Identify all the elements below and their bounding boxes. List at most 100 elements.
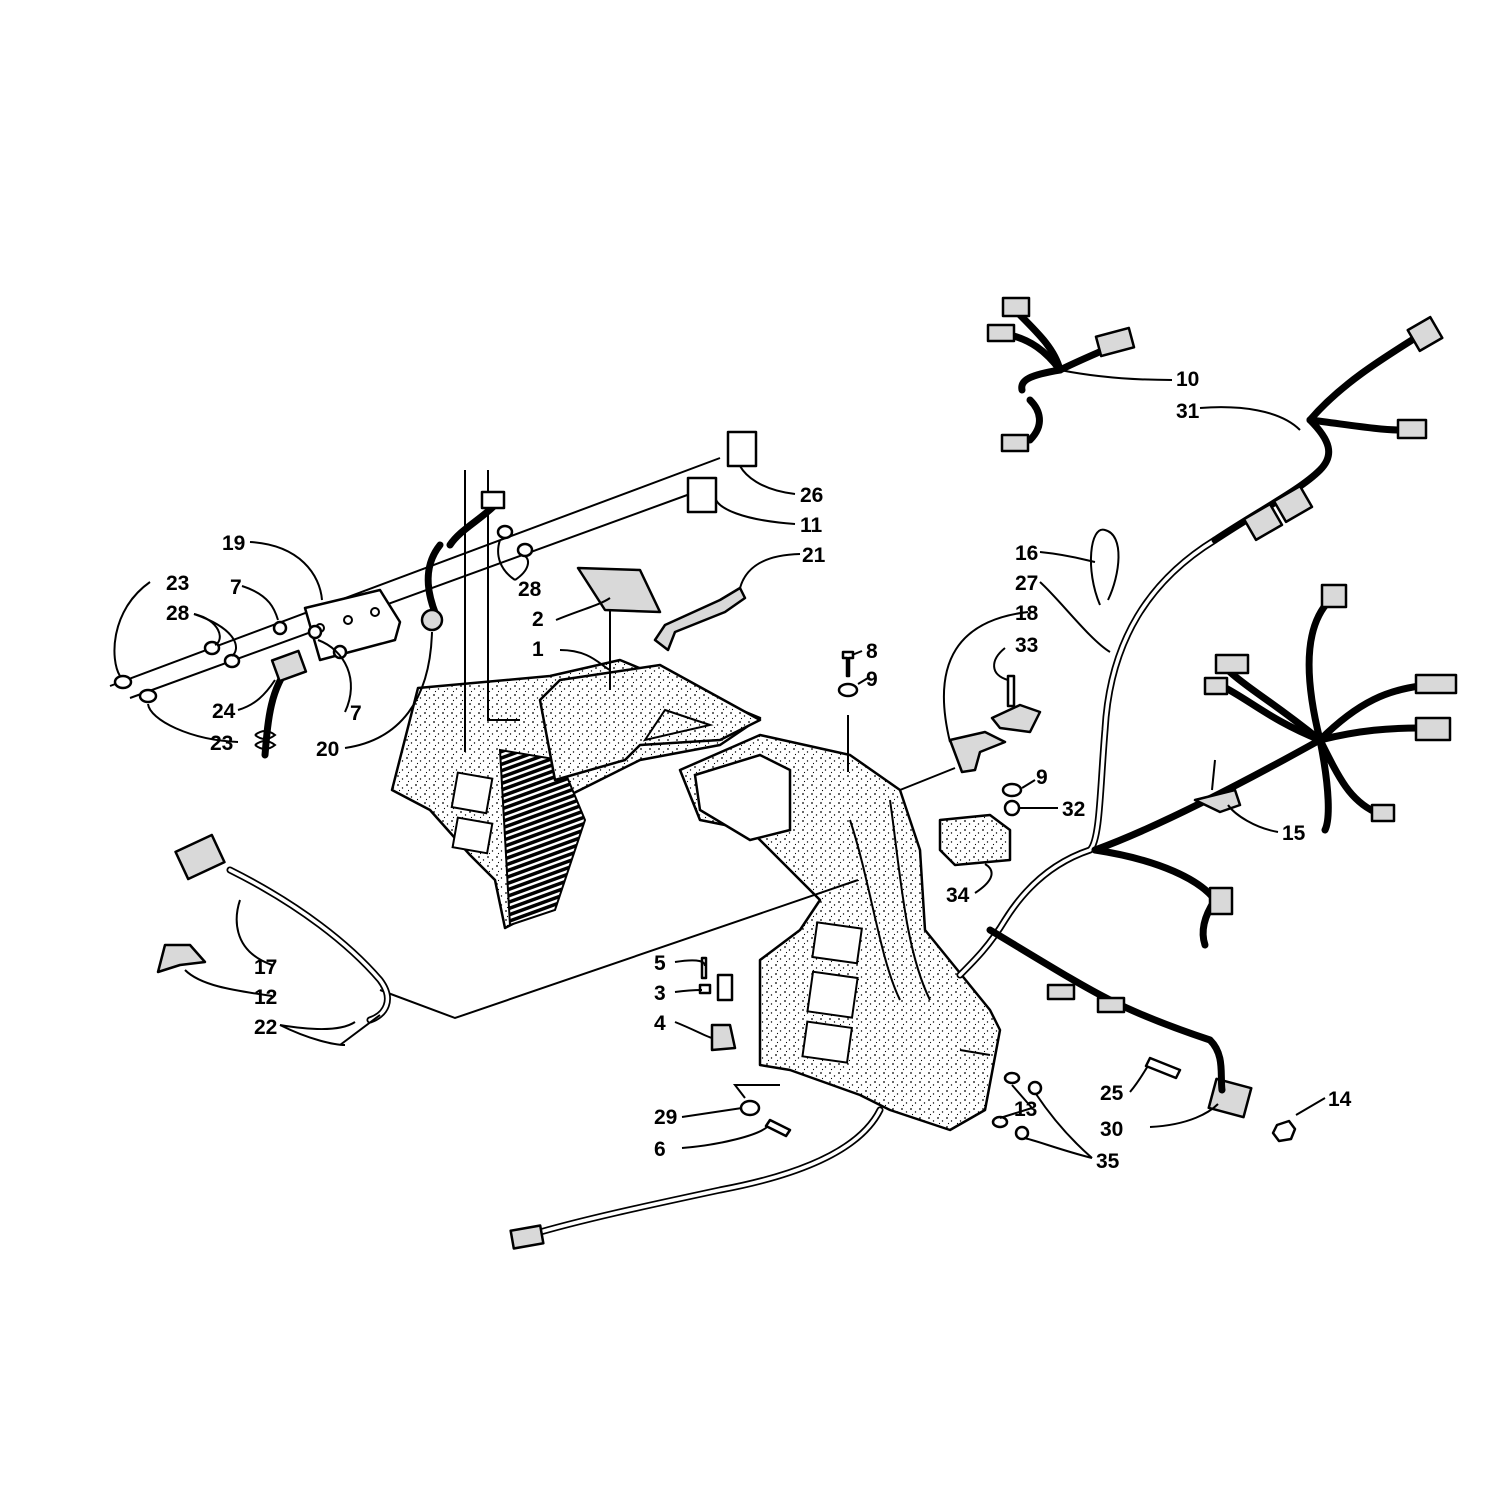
indicator-wire-20 (424, 541, 444, 619)
callout-26: 26 (800, 484, 823, 507)
connector-cluster-4 (1414, 673, 1458, 695)
callout-23-upper: 23 (166, 572, 189, 595)
callout-2: 2 (532, 608, 544, 631)
callout-10: 10 (1176, 368, 1199, 391)
callout-1: 1 (532, 638, 544, 661)
clip-5b (716, 973, 734, 1002)
console-vent-right-2 (806, 970, 859, 1019)
harness-connector-31-side (1396, 418, 1428, 440)
washer-28-right-2 (516, 542, 534, 558)
callout-33: 33 (1015, 634, 1038, 657)
indicator-light-20 (420, 608, 444, 632)
callout-14: 14 (1328, 1088, 1352, 1111)
rivet-5 (700, 956, 708, 980)
screw-8 (841, 650, 855, 678)
nut-32 (1003, 799, 1021, 817)
callout-19: 19 (222, 532, 245, 555)
callout-6: 6 (654, 1138, 666, 1161)
callout-18: 18 (1015, 602, 1039, 625)
callout-21: 21 (802, 544, 826, 567)
callout-32: 32 (1062, 798, 1085, 821)
callout-8: 8 (866, 640, 878, 663)
clamp-16 (1089, 528, 1120, 606)
callout-23-lower: 23 (210, 732, 233, 755)
pad-33 (990, 703, 1042, 734)
callout-5: 5 (654, 952, 666, 975)
callout-28-right: 28 (518, 578, 542, 601)
throttle-housing-17 (174, 833, 226, 881)
screw-35-lower (1014, 1125, 1030, 1141)
callout-7-lower: 7 (350, 702, 362, 725)
callout-12: 12 (254, 986, 277, 1009)
callout-9-lower: 9 (1036, 766, 1048, 789)
callout-15: 15 (1282, 822, 1306, 845)
connector-cluster-7 (1208, 886, 1234, 916)
callout-3: 3 (654, 982, 666, 1005)
callout-9-upper: 9 (866, 668, 878, 691)
harness-bottom-connector (509, 1224, 545, 1250)
hardware-items (698, 528, 1297, 1143)
callout-29: 29 (654, 1106, 677, 1129)
washer-28-lower (223, 653, 241, 669)
throttle-cable-assembly (156, 833, 391, 1046)
connector-cluster-1 (1320, 583, 1348, 609)
harness-10-connector-1 (1001, 296, 1031, 318)
console-top-plate (538, 663, 762, 782)
callout-4: 4 (654, 1012, 666, 1035)
bolt-25 (1144, 1056, 1182, 1080)
callout-35: 35 (1096, 1150, 1120, 1173)
console-vent-right-1 (811, 921, 863, 965)
harness-connector-31-top (1406, 315, 1444, 353)
harness-connector-mid-2 (1272, 484, 1314, 524)
callout-17: 17 (254, 956, 277, 979)
toggle-switch-11 (686, 476, 718, 514)
callout-27: 27 (1015, 572, 1038, 595)
switch-plate-assembly (109, 430, 758, 759)
console-vent-left-1 (450, 771, 494, 815)
decal-2 (576, 566, 662, 614)
bracket-18 (948, 730, 1007, 774)
callout-24: 24 (212, 700, 236, 723)
console-gauge-opening (693, 753, 792, 842)
screw-33 (1006, 674, 1016, 708)
connector-cluster-6 (1370, 803, 1396, 823)
toggle-switch-26 (726, 430, 758, 468)
screw-35-upper (1027, 1080, 1043, 1096)
washer-13-lower (991, 1115, 1009, 1129)
callout-22: 22 (254, 1016, 277, 1039)
washer-9-upper (837, 682, 859, 698)
bolt-6 (764, 1118, 792, 1138)
console-vent-top (642, 708, 714, 742)
connector-cluster-5 (1414, 716, 1452, 742)
throttle-lever-12 (156, 943, 207, 974)
nut-7-mid (307, 624, 323, 640)
connector-lower-1 (1046, 983, 1076, 1001)
callout-34: 34 (946, 884, 970, 907)
washer-23-lower (138, 688, 158, 704)
washer-28-right-1 (496, 524, 514, 540)
callout-25: 25 (1100, 1082, 1124, 1105)
bracket-4 (710, 1023, 737, 1052)
console-vent-left-2 (451, 816, 494, 855)
callout-28-upper: 28 (166, 602, 190, 625)
console-housing (390, 658, 1002, 1132)
harness-10-connector-3 (1094, 326, 1136, 358)
clip-3 (698, 983, 712, 995)
connector-lower-2 (1096, 996, 1126, 1014)
switch-30 (1207, 1077, 1253, 1119)
callout-30: 30 (1100, 1118, 1123, 1141)
harness-clamp-15 (1193, 788, 1242, 814)
nut-14 (1271, 1119, 1297, 1143)
callout-31: 31 (1176, 400, 1200, 423)
foam-block-34 (938, 813, 1012, 867)
callout-13: 13 (1014, 1098, 1037, 1121)
washer-13-upper (1003, 1071, 1021, 1085)
callout-leaders (113, 369, 1326, 1159)
callout-7-upper: 7 (230, 576, 242, 599)
connector-cluster-2 (1214, 653, 1250, 675)
harness-connector-mid (1242, 502, 1284, 542)
harness-10-connector-4 (1000, 433, 1030, 453)
connector-cluster-3 (1203, 676, 1229, 696)
callout-16: 16 (1015, 542, 1038, 565)
